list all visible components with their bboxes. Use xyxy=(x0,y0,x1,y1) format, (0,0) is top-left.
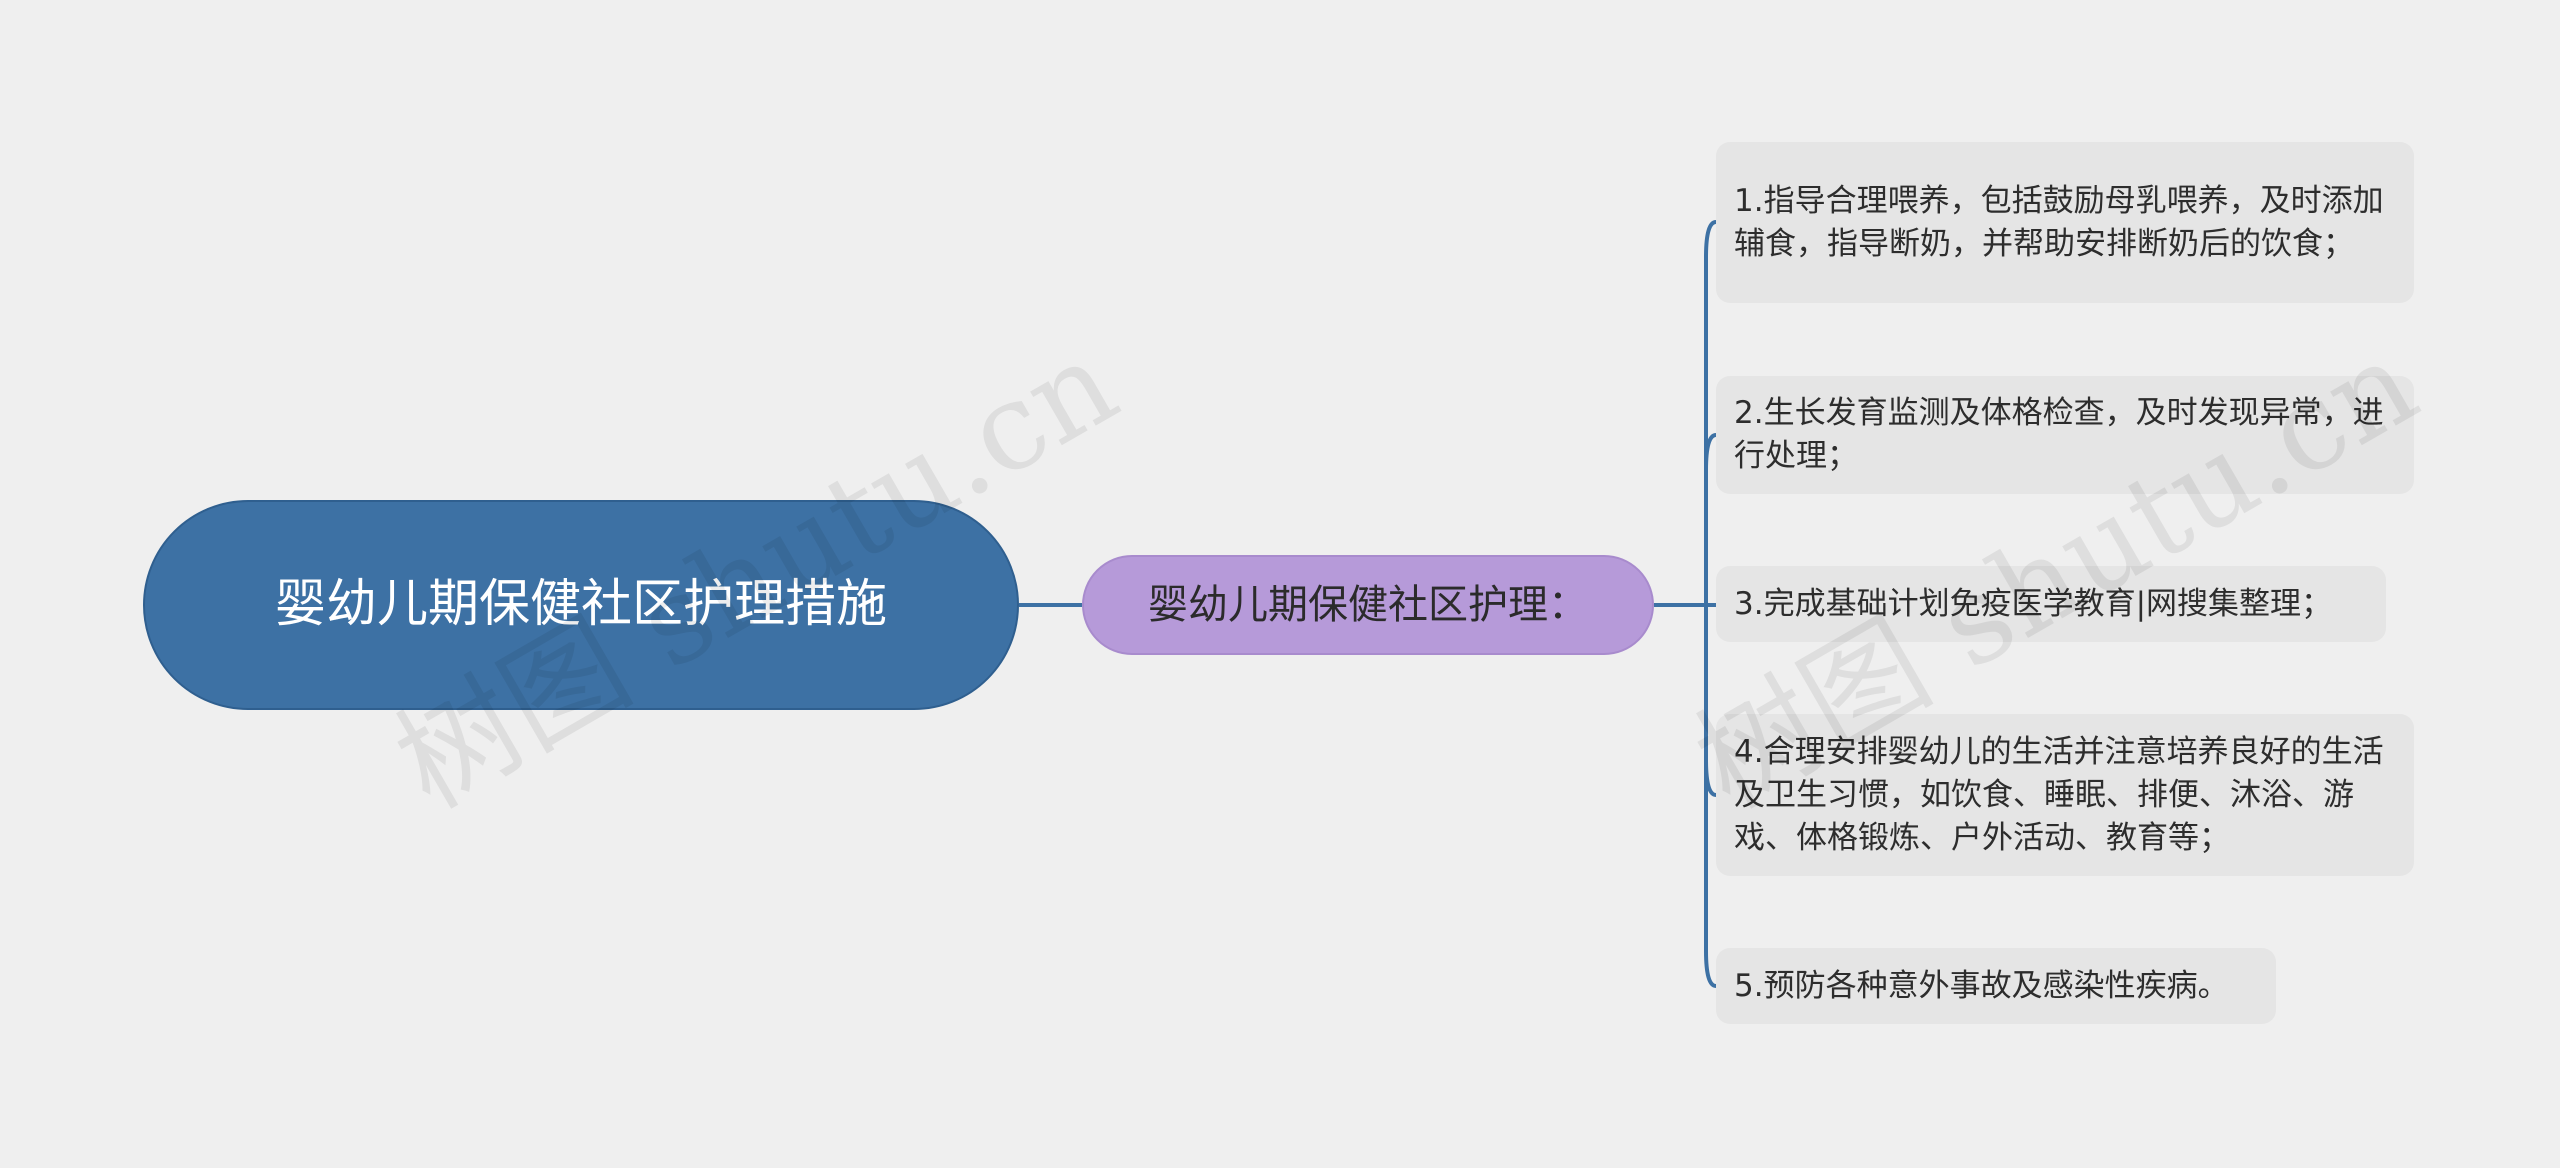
leaf-topic-5[interactable]: 5.预防各种意外事故及感染性疾病。 xyxy=(1716,948,2276,1024)
leaf-topic-label: 2.生长发育监测及体格检查，及时发现异常，进行处理； xyxy=(1734,395,2384,474)
leaf-topic-label: 4.合理安排婴幼儿的生活并注意培养良好的生活及卫生习惯，如饮食、睡眠、排便、沐浴… xyxy=(1734,733,2384,856)
leaf-topic-4[interactable]: 4.合理安排婴幼儿的生活并注意培养良好的生活及卫生习惯，如饮食、睡眠、排便、沐浴… xyxy=(1716,714,2414,876)
connector-item-5 xyxy=(1704,605,1717,988)
connector-item-2 xyxy=(1704,433,1717,605)
leaf-topic-1[interactable]: 1.指导合理喂养，包括鼓励母乳喂养，及时添加辅食，指导断奶，并帮助安排断奶后的饮… xyxy=(1716,142,2414,303)
leaf-topic-3[interactable]: 3.完成基础计划免疫医学教育|网搜集整理； xyxy=(1716,566,2386,642)
connector-item-1 xyxy=(1704,220,1717,605)
leaf-topic-label: 5.预防各种意外事故及感染性疾病。 xyxy=(1734,967,2229,1004)
root-topic-label: 婴幼儿期保健社区护理措施 xyxy=(274,575,887,634)
root-topic[interactable]: 婴幼儿期保健社区护理措施 xyxy=(143,500,1019,710)
leaf-topic-label: 1.指导合理喂养，包括鼓励母乳喂养，及时添加辅食，指导断奶，并帮助安排断奶后的饮… xyxy=(1734,182,2384,262)
branch-topic[interactable]: 婴幼儿期保健社区护理： xyxy=(1082,555,1654,655)
leaf-topic-2[interactable]: 2.生长发育监测及体格检查，及时发现异常，进行处理； xyxy=(1716,376,2414,494)
leaf-topic-label: 3.完成基础计划免疫医学教育|网搜集整理； xyxy=(1734,585,2333,622)
branch-topic-label: 婴幼儿期保健社区护理： xyxy=(1148,582,1588,628)
